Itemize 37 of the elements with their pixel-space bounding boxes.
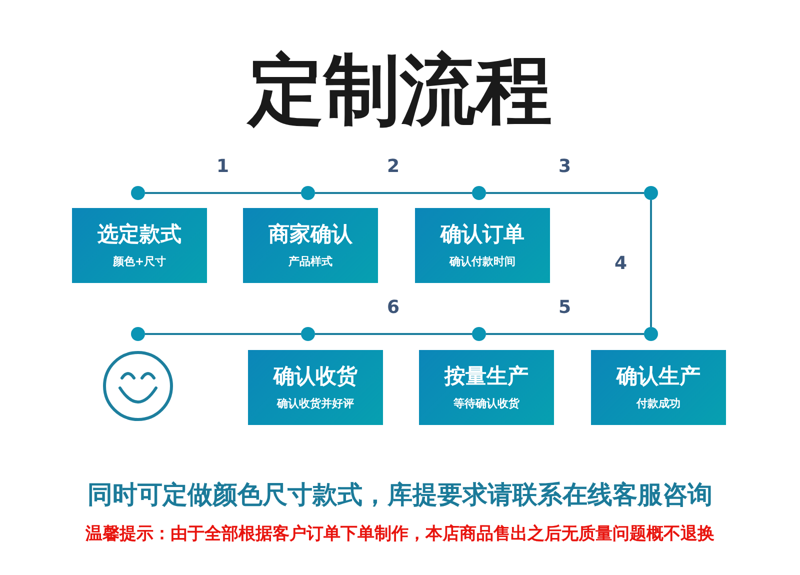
process-box	[419, 350, 554, 425]
step-note: 确认付款时间	[450, 254, 516, 269]
dot	[472, 186, 486, 200]
process-box	[248, 350, 383, 425]
step-title: 确认收货	[274, 363, 358, 390]
step-title: 确认订单	[440, 221, 524, 248]
step-note: 颜色+尺寸	[112, 254, 166, 269]
dot	[131, 327, 145, 341]
step-title: 确认生产	[616, 363, 700, 390]
note-text: 同时可定做颜色尺寸款式，库提要求请联系在线客服咨询	[86, 479, 714, 511]
process-box	[72, 208, 207, 283]
connector-line	[650, 200, 652, 327]
connector-line	[145, 192, 301, 194]
dot	[301, 186, 315, 200]
connector-line	[486, 333, 644, 335]
connector-line	[486, 192, 644, 194]
dot	[644, 327, 658, 341]
dot	[644, 186, 658, 200]
connector-line	[315, 333, 472, 335]
step-title: 选定款式	[98, 221, 182, 248]
step-title: 商家确认	[268, 221, 352, 248]
step-title: 按量生产	[444, 363, 528, 390]
step-note: 确认收货并好评	[277, 396, 354, 411]
smiley-icon	[102, 350, 174, 422]
process-box	[415, 208, 550, 283]
dot	[131, 186, 145, 200]
title: 定制流程	[246, 44, 553, 136]
step-note: 付款成功	[636, 396, 680, 411]
dot	[472, 327, 486, 341]
step-note: 等待确认收货	[454, 396, 520, 411]
process-box	[591, 350, 726, 425]
step-note: 产品样式	[288, 254, 332, 269]
connector-line	[145, 333, 301, 335]
connector-line	[315, 192, 472, 194]
warning-text: 温馨提示：由于全部根据客户订单下单制作，本店商品售出之后无质量问题概不退换	[84, 523, 716, 545]
process-box	[243, 208, 378, 283]
dot	[301, 327, 315, 341]
